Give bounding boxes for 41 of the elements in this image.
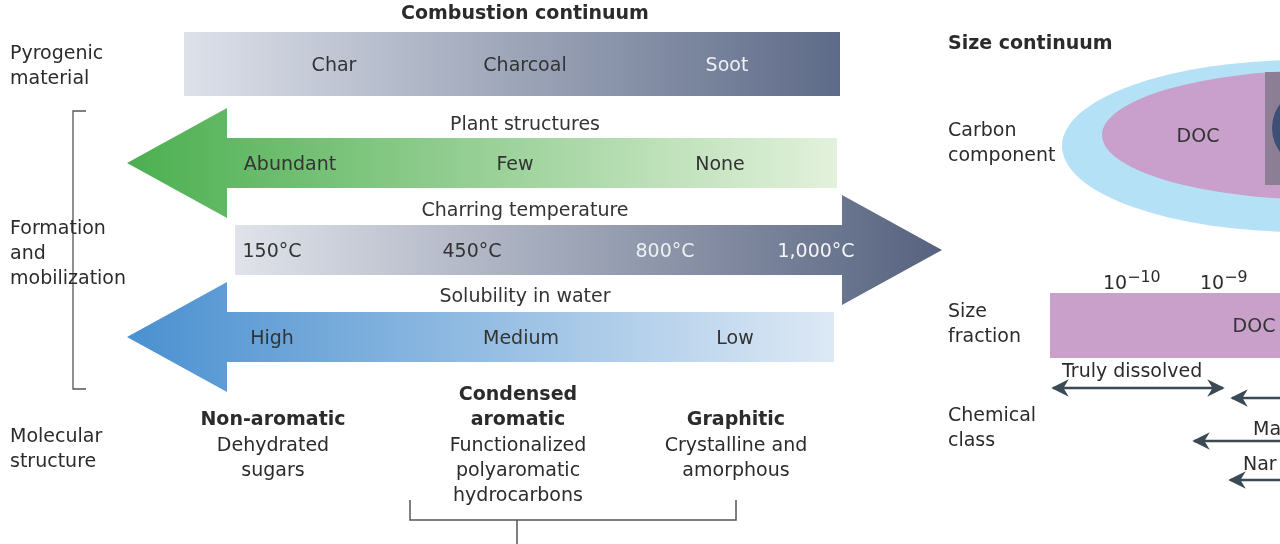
section-heading: Size continuum xyxy=(948,30,1114,55)
scale-label: 10$^{−9}$ xyxy=(1200,266,1249,296)
shape-label: Soot xyxy=(705,52,749,76)
shape-label: Abundant xyxy=(243,151,337,175)
range-label: Truly dissolved xyxy=(1062,358,1204,383)
shape-label: Medium xyxy=(483,325,559,349)
class-heading: Condensed aromatic xyxy=(457,381,579,431)
class-description: Functionalized polyaromatic hydrocarbons xyxy=(448,432,588,507)
class-heading: Non-aromatic xyxy=(199,406,347,431)
gradient-band xyxy=(127,108,837,218)
class-description: Dehydrated sugars xyxy=(215,432,331,482)
section-heading: Combustion continuum xyxy=(400,0,650,25)
row-label: Size fraction xyxy=(948,298,1022,348)
shape-label: 150°C xyxy=(242,238,302,262)
size-bar xyxy=(1050,293,1280,358)
row-label: Formation and mobilization xyxy=(10,215,128,290)
shape-label: None xyxy=(695,151,745,175)
shape-label: Char xyxy=(311,52,357,76)
arrow-heading: Solubility in water xyxy=(439,283,611,307)
shape-label: High xyxy=(250,325,294,349)
shape-label: DOC xyxy=(1176,123,1220,147)
range-label: Nar xyxy=(1243,451,1278,476)
shape-label: 1,000°C xyxy=(777,238,855,262)
shape-label: Few xyxy=(496,151,534,175)
row-label: Chemical class xyxy=(948,402,1038,452)
gradient-bar xyxy=(184,32,840,96)
shape-label: 450°C xyxy=(442,238,502,262)
class-heading: Graphitic xyxy=(685,406,787,431)
range-label: Ma xyxy=(1253,416,1280,441)
class-description: Crystalline and amorphous xyxy=(663,432,809,482)
row-label: Carbon component xyxy=(948,117,1057,167)
row-label: Molecular structure xyxy=(10,423,104,473)
shape-label: Low xyxy=(716,325,754,349)
shape-label: DOC xyxy=(1232,313,1276,337)
gradient-band xyxy=(235,195,942,305)
arrow-heading: Charring temperature xyxy=(421,197,629,221)
row-label: Pyrogenic material xyxy=(10,40,105,90)
arrow-heading: Plant structures xyxy=(450,111,600,135)
scale-label: 10$^{−10}$ xyxy=(1103,266,1162,296)
shape-label: Charcoal xyxy=(483,52,567,76)
shape-label: 800°C xyxy=(635,238,695,262)
